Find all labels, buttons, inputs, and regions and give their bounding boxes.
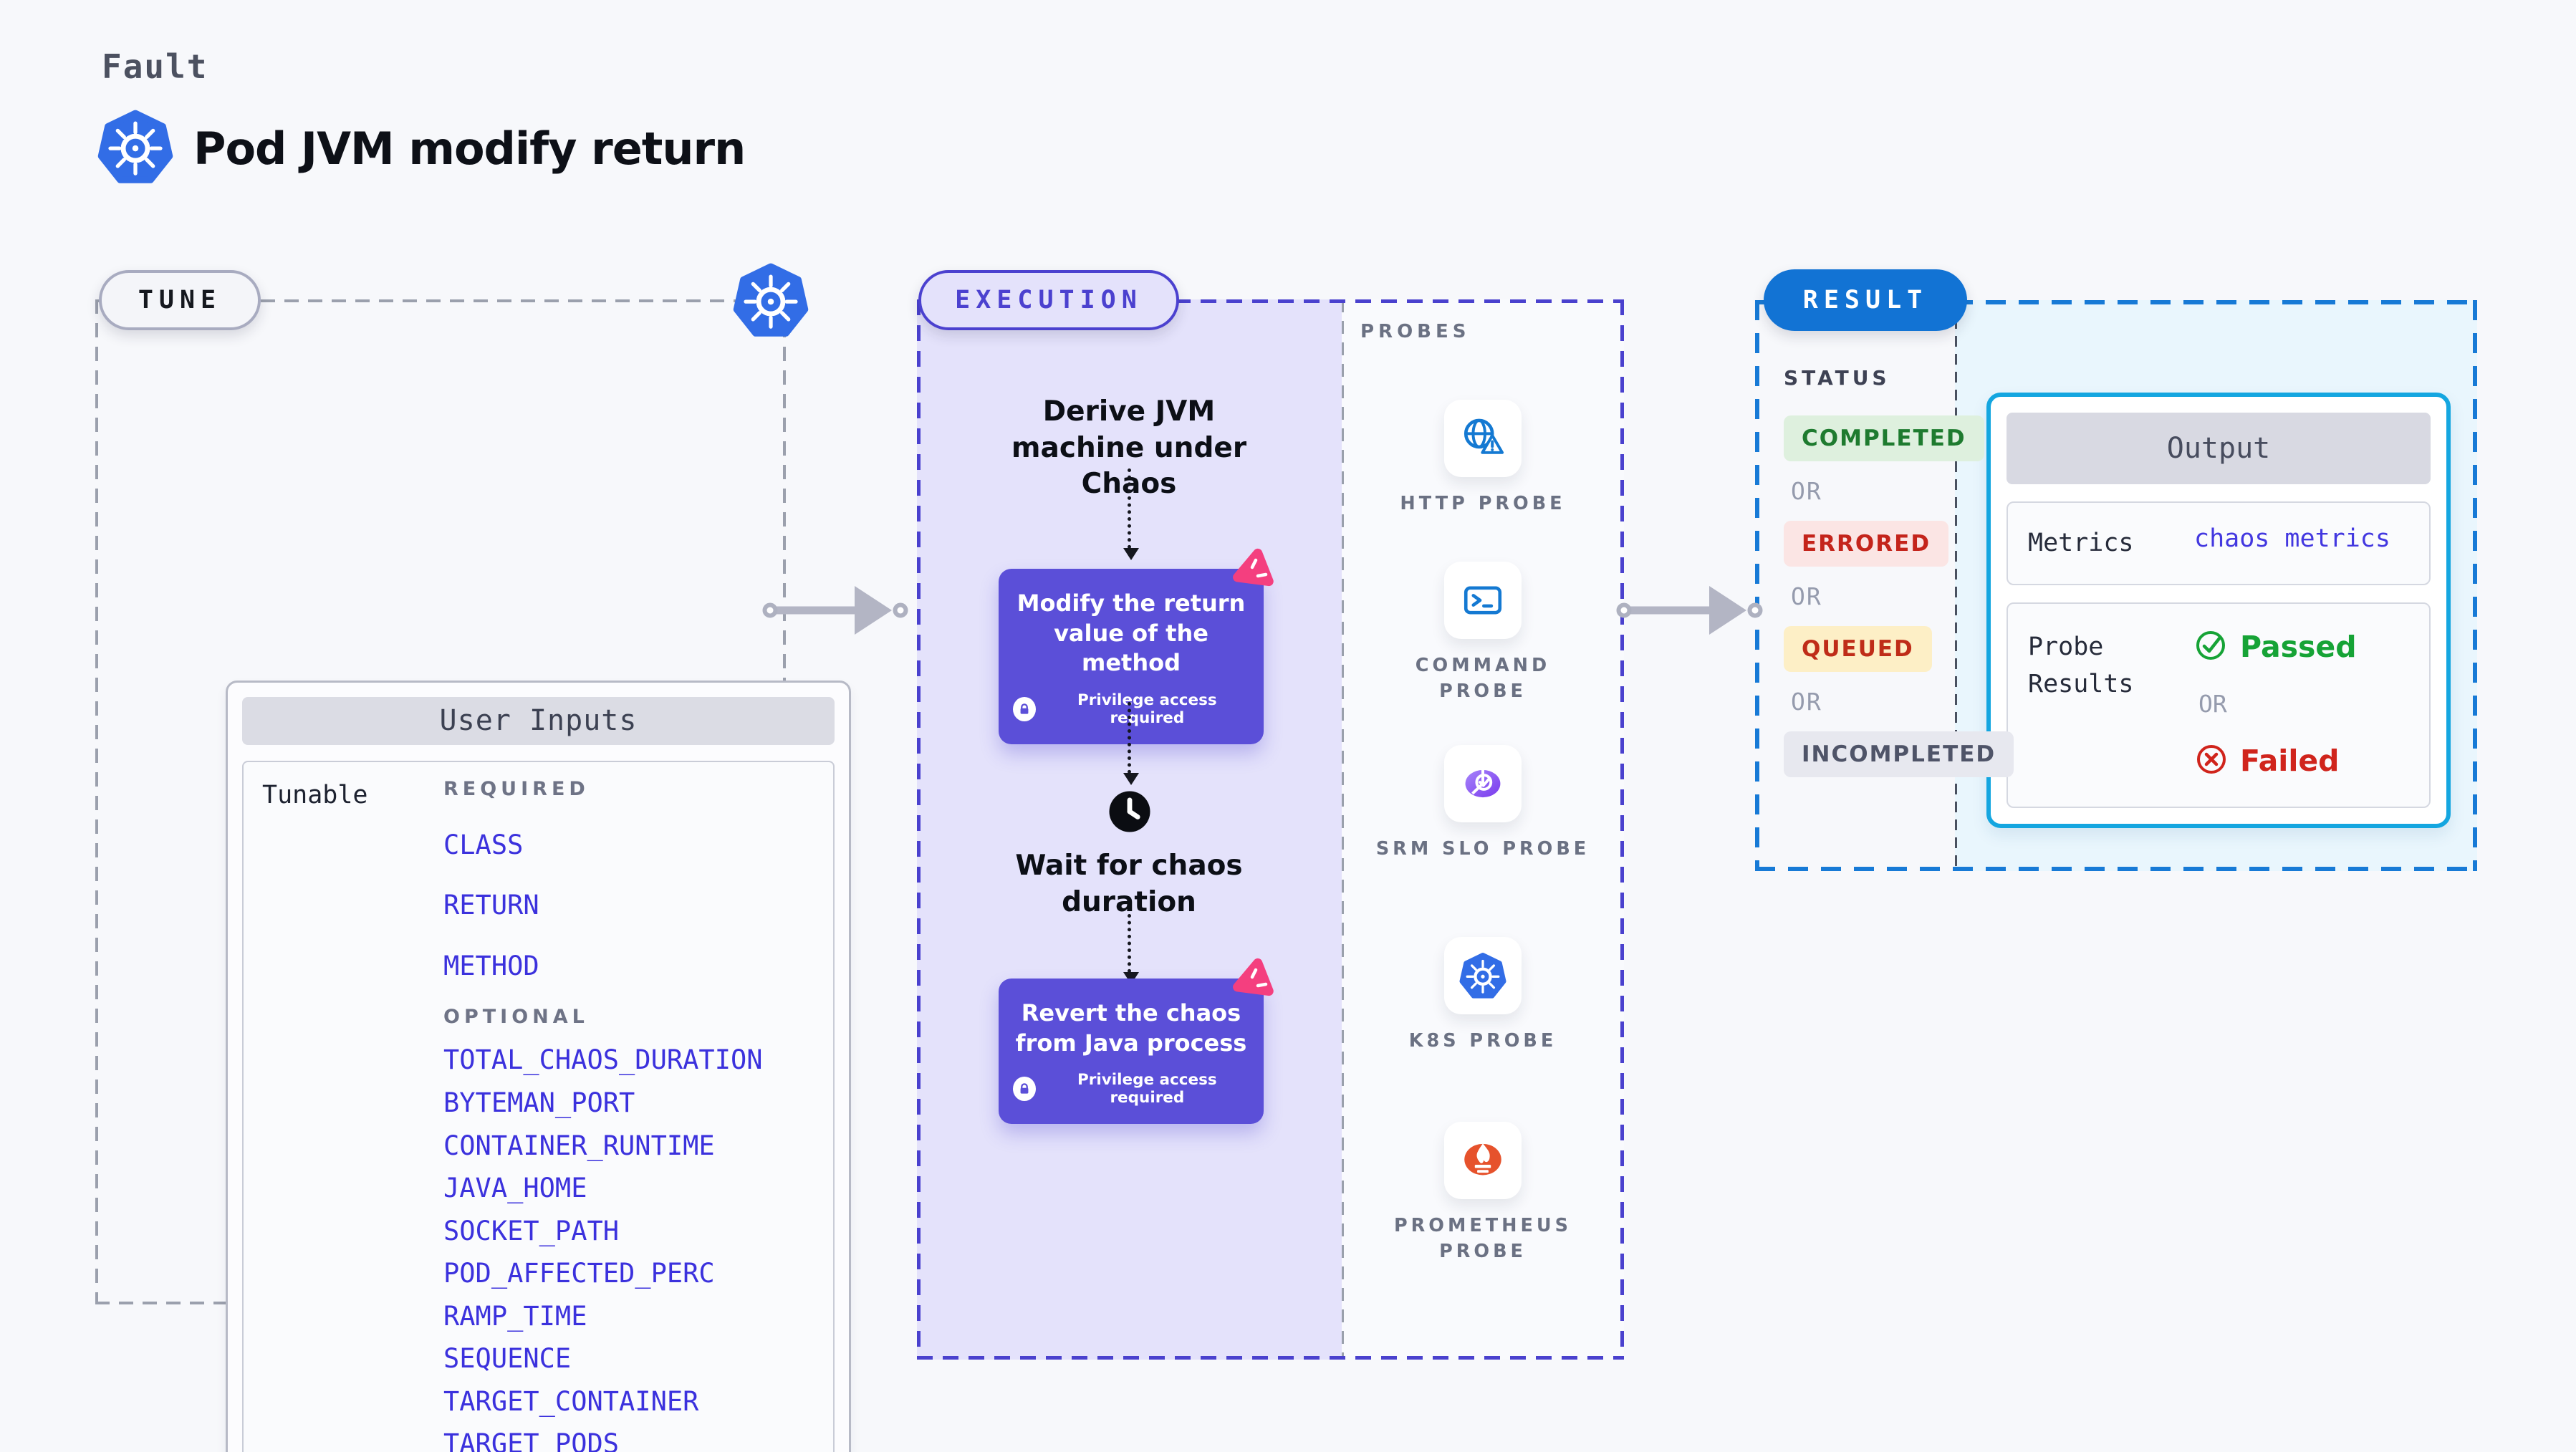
clock-icon — [1107, 789, 1152, 834]
failed-text: Failed — [2240, 743, 2340, 778]
status-badge: QUEUED — [1784, 626, 1932, 672]
page-header: Pod JVM modify return — [97, 109, 746, 188]
param-item: BYTEMAN_PORT — [443, 1087, 635, 1118]
probe-label: HTTP PROBE — [1400, 493, 1566, 514]
output-card: Output Metrics chaos metrics Probe Resul… — [1986, 393, 2451, 828]
derive-step-text: Derive JVM machine under Chaos — [1011, 395, 1247, 501]
revert-chaos-card: Revert the chaos from Java process Privi… — [999, 979, 1264, 1125]
lock-icon — [1013, 696, 1036, 721]
execution-badge: EXECUTION — [918, 270, 1179, 330]
privilege-note: Privilege access required — [1077, 691, 1217, 727]
kubernetes-icon — [733, 262, 809, 338]
privilege-note: Privilege access required — [1077, 1071, 1217, 1107]
flow-arrow-down — [1128, 468, 1131, 549]
globe-alert-icon — [1444, 400, 1522, 477]
probe-entry: COMMAND PROBE — [1342, 562, 1624, 704]
flow-arrow-down — [1128, 702, 1131, 774]
connector-dot — [1747, 602, 1763, 618]
terminal-icon — [1444, 562, 1522, 639]
user-inputs-header: User Inputs — [242, 697, 835, 745]
user-inputs-card: User Inputs Tunable REQUIRED CLASS RETUR… — [226, 681, 851, 1452]
probe-entry: HTTP PROBE — [1342, 400, 1624, 517]
result-badge: RESULT — [1764, 269, 1967, 331]
lock-icon — [1013, 1077, 1036, 1102]
probe-label: K8S PROBE — [1408, 1030, 1557, 1052]
probe-results-row: Probe Results Passed OR — [2007, 602, 2431, 808]
or-label: OR — [1791, 477, 1822, 505]
param-item: JAVA_HOME — [443, 1173, 587, 1204]
privilege-row: Privilege access required — [1013, 691, 1249, 727]
probes-panel-label: PROBES — [1360, 321, 1471, 342]
litmus-chaos-icon — [1232, 546, 1278, 592]
chaos-card-title: Revert the chaos from Java process — [1015, 999, 1247, 1057]
connector-dot — [1616, 602, 1632, 618]
prometheus-icon — [1444, 1122, 1522, 1199]
metrics-value: chaos metrics — [2194, 524, 2390, 553]
param-item: TOTAL_CHAOS_DURATION — [443, 1044, 763, 1076]
status-badge: INCOMPLETED — [1784, 731, 2014, 777]
flow-arrow-down — [1128, 914, 1131, 973]
tune-section: User Inputs Tunable REQUIRED CLASS RETUR… — [95, 299, 851, 1452]
output-area: Output Metrics chaos metrics Probe Resul… — [1955, 300, 2477, 871]
or-label: OR — [1791, 688, 1822, 716]
wait-step-text: Wait for chaos duration — [1015, 850, 1243, 918]
param-item: TARGET_PODS — [443, 1428, 620, 1452]
probe-label: COMMAND PROBE — [1415, 655, 1551, 702]
check-circle-icon — [2194, 628, 2229, 665]
probe-entry: SRM SLO PROBE — [1342, 745, 1624, 862]
modify-return-card: Modify the return value of the method Pr… — [999, 569, 1264, 744]
metrics-label: Metrics — [2028, 529, 2134, 557]
connector-dot — [762, 602, 778, 618]
probe-results-label: Probe Results — [2028, 632, 2134, 699]
required-group-label: REQUIRED — [443, 777, 590, 800]
connector-dot — [893, 602, 908, 618]
chaos-card-title: Modify the return value of the method — [1017, 590, 1246, 677]
probe-results-values: Passed OR Failed — [2194, 628, 2357, 779]
status-column: STATUS COMPLETED OR ERRORED OR QUEUED OR… — [1784, 366, 2014, 777]
param-item: POD_AFFECTED_PERC — [443, 1258, 715, 1289]
fault-kicker: Fault — [102, 47, 208, 86]
param-item: METHOD — [443, 950, 539, 981]
privilege-row: Privilege access required — [1013, 1071, 1249, 1107]
param-item: SOCKET_PATH — [443, 1215, 620, 1246]
passed-text: Passed — [2240, 629, 2357, 664]
tune-to-execution-arrow — [762, 586, 908, 635]
page-title: Pod JVM modify return — [193, 122, 746, 175]
or-label: OR — [2198, 689, 2227, 718]
param-item: RAMP_TIME — [443, 1300, 587, 1332]
output-header: Output — [2007, 413, 2431, 484]
param-item: SEQUENCE — [443, 1343, 572, 1375]
tunable-row-label: Tunable — [262, 780, 368, 809]
probes-panel: PROBES HTTP PROBE — [1342, 299, 1624, 1360]
result-section: STATUS COMPLETED OR ERRORED OR QUEUED OR… — [1755, 300, 2477, 871]
param-item: RETURN — [443, 890, 539, 921]
or-label: OR — [1791, 582, 1822, 610]
probe-label: PROMETHEUS PROBE — [1393, 1215, 1572, 1262]
tune-badge: TUNE — [99, 270, 261, 330]
param-item: CLASS — [443, 829, 524, 860]
kubernetes-icon — [1444, 937, 1522, 1014]
failed-line: Failed — [2194, 742, 2357, 779]
status-badge: COMPLETED — [1784, 415, 1984, 461]
tunable-params: REQUIRED CLASS RETURN METHOD OPTIONAL TO… — [443, 778, 814, 1452]
probe-entry: PROMETHEUS PROBE — [1342, 1122, 1624, 1264]
execution-to-result-arrow — [1616, 586, 1763, 635]
slo-gauge-icon — [1444, 745, 1522, 822]
probe-label: SRM SLO PROBE — [1375, 838, 1590, 860]
litmus-chaos-icon — [1232, 956, 1278, 1001]
status-label: STATUS — [1784, 366, 1890, 390]
param-item: CONTAINER_RUNTIME — [443, 1130, 715, 1161]
passed-line: Passed — [2194, 628, 2357, 665]
x-circle-icon — [2194, 742, 2229, 779]
execution-section: Derive JVM machine under Chaos Modify th… — [917, 299, 1624, 1360]
optional-group-label: OPTIONAL — [443, 1006, 589, 1029]
status-badge: ERRORED — [1784, 521, 1949, 567]
param-item: TARGET_CONTAINER — [443, 1385, 699, 1417]
probe-entry: K8S PROBE — [1342, 937, 1624, 1054]
user-inputs-list: Tunable REQUIRED CLASS RETURN METHOD OPT… — [242, 760, 835, 1452]
execution-flow: Derive JVM machine under Chaos Modify th… — [917, 299, 1342, 1360]
metrics-row: Metrics chaos metrics — [2007, 501, 2431, 585]
kubernetes-icon — [97, 109, 173, 188]
